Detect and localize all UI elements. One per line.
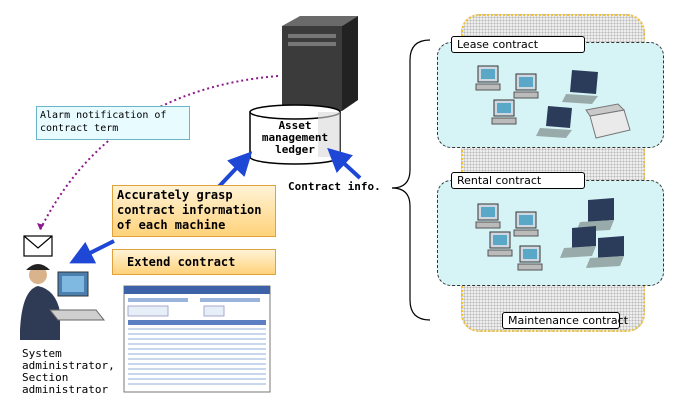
maintenance-contract-label: Maintenance contract [502, 312, 628, 329]
rental-computers [475, 198, 624, 271]
server-icon [282, 16, 358, 111]
pc-icon [475, 65, 501, 91]
laptop-icon [560, 226, 596, 258]
arrow-to-admin [69, 239, 115, 264]
lease-computers [475, 65, 631, 139]
pc-icon [517, 245, 543, 271]
grasp-contract-box: Accurately grasp contract information of… [112, 185, 276, 237]
lease-contract-label: Lease contract [451, 36, 585, 53]
administrator-label: System administrator, Section administra… [22, 347, 115, 396]
pc-icon [487, 231, 513, 257]
arrow-contract-info [327, 147, 362, 180]
app-screenshot-thumbnail [123, 285, 271, 393]
pc-icon [513, 73, 539, 99]
printer-icon [585, 103, 631, 139]
brace [391, 39, 431, 321]
laptop-icon [586, 236, 624, 268]
pc-icon [513, 211, 539, 237]
pc-icon [491, 99, 517, 125]
extend-contract-box: Extend contract [112, 249, 276, 275]
envelope-icon [23, 235, 53, 257]
laptop-icon [562, 70, 598, 104]
ledger-label: Asset management ledger [261, 119, 329, 156]
laptop-icon [536, 106, 572, 138]
rental-contract-label: Rental contract [451, 172, 585, 189]
contract-info-label: Contract info. [288, 180, 381, 193]
pc-icon [475, 203, 501, 229]
alarm-notification-box: Alarm notification of contract term [36, 106, 190, 140]
administrator-icon [20, 264, 106, 340]
rental-group [437, 180, 664, 286]
